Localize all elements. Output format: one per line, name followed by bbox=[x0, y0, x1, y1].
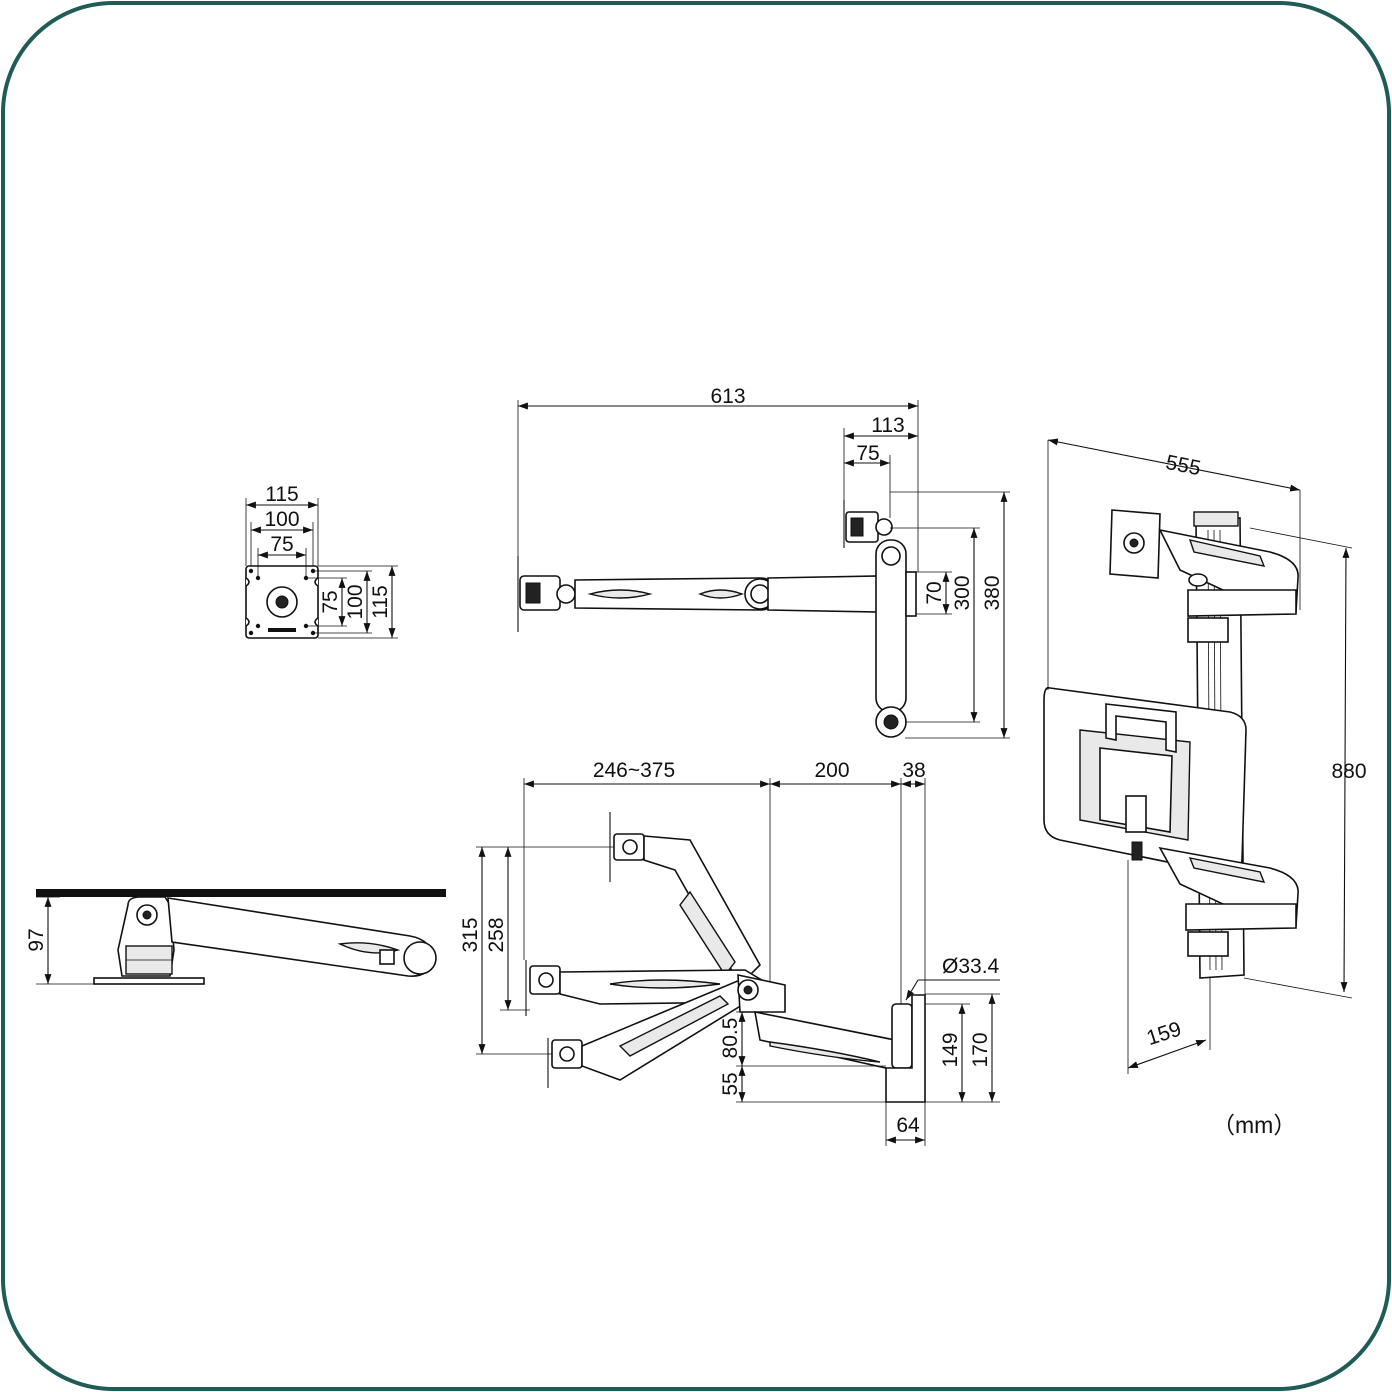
top-70: 70 bbox=[923, 581, 946, 604]
vesa-v-115: 115 bbox=[369, 585, 392, 618]
top-613: 613 bbox=[710, 385, 745, 408]
top-300: 300 bbox=[951, 575, 974, 610]
iso-880: 880 bbox=[1331, 760, 1366, 783]
iso-view: 555 880 159 bbox=[1043, 438, 1367, 1074]
side-64: 64 bbox=[896, 1114, 920, 1137]
side-149: 149 bbox=[939, 1032, 962, 1067]
side-55: 55 bbox=[719, 1072, 742, 1095]
side-80-5: 80.5 bbox=[719, 1018, 742, 1059]
vesa-v-100: 100 bbox=[344, 584, 367, 619]
iso-555: 555 bbox=[1164, 451, 1203, 480]
side-reach: 246~375 bbox=[593, 759, 675, 782]
side-170: 170 bbox=[969, 1032, 992, 1067]
desk-view: 97 bbox=[25, 889, 446, 985]
side-315: 315 bbox=[459, 917, 482, 952]
iso-159: 159 bbox=[1144, 1017, 1184, 1050]
vesa-h-75: 75 bbox=[270, 533, 293, 556]
vesa-v-75: 75 bbox=[319, 590, 342, 613]
vesa-plate-view: 115 100 75 75 100 115 bbox=[245, 483, 398, 639]
top-75: 75 bbox=[856, 442, 879, 465]
top-380: 380 bbox=[981, 575, 1004, 610]
side-200: 200 bbox=[814, 759, 849, 782]
side-view: 246~375 200 38 315 258 80.5 55 149 170 Ø… bbox=[459, 759, 1000, 1146]
side-258: 258 bbox=[485, 917, 508, 952]
vesa-h-115: 115 bbox=[265, 483, 298, 506]
side-diameter: Ø33.4 bbox=[942, 955, 1000, 978]
side-38: 38 bbox=[902, 759, 925, 782]
top-113: 113 bbox=[871, 414, 904, 437]
vesa-h-100: 100 bbox=[264, 508, 299, 531]
top-view: 613 113 75 70 300 380 bbox=[517, 385, 1010, 739]
desk-97: 97 bbox=[25, 928, 48, 951]
units-label: （mm） bbox=[1212, 1112, 1296, 1138]
